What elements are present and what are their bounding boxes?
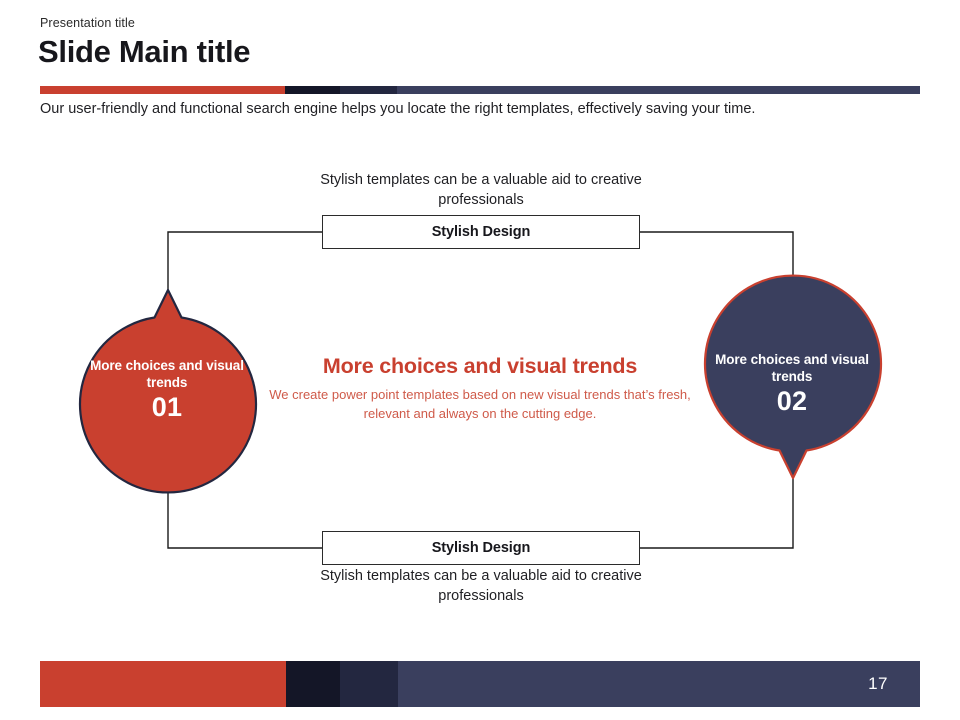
slide-main-title: Slide Main title bbox=[38, 34, 251, 69]
right-bubble-title: More choices and visual trends bbox=[715, 352, 869, 384]
bottom-label-box[interactable]: Stylish Design bbox=[322, 531, 640, 565]
header-accent-rule bbox=[40, 86, 920, 94]
footer-segment-navy-dark bbox=[286, 661, 340, 707]
connector-bottom-box-to-left-arrow bbox=[167, 480, 322, 549]
connector-top-box-to-right-arrow bbox=[640, 231, 800, 300]
bottom-label-box-text: Stylish Design bbox=[431, 540, 531, 556]
right-bubble-label: More choices and visual trends 02 bbox=[702, 352, 882, 418]
center-body-text: We create power point templates based on… bbox=[269, 386, 691, 421]
footer-accent-bar: 17 bbox=[40, 661, 920, 707]
presentation-title-eyebrow: Presentation title bbox=[40, 16, 135, 30]
connector-right-to-bottom-box bbox=[640, 474, 794, 549]
rule-segment-navy-mid bbox=[340, 86, 397, 94]
footer-segment-navy-mid bbox=[340, 661, 398, 707]
footer-segment-red bbox=[40, 661, 286, 707]
slide-subtitle: Our user-friendly and functional search … bbox=[40, 101, 756, 117]
top-caption: Stylish templates can be a valuable aid … bbox=[320, 172, 642, 208]
bubble-shape-right bbox=[703, 274, 883, 480]
page-number: 17 bbox=[868, 674, 888, 693]
center-text-block: More choices and visual trends We create… bbox=[263, 353, 697, 424]
center-heading: More choices and visual trends bbox=[322, 354, 638, 378]
left-bubble-number: 01 bbox=[151, 391, 183, 422]
connector-left-to-top-box bbox=[167, 231, 322, 291]
top-label-box-text: Stylish Design bbox=[431, 224, 531, 240]
bottom-caption: Stylish templates can be a valuable aid … bbox=[320, 568, 642, 604]
rule-segment-navy-dark bbox=[285, 86, 340, 94]
rule-segment-navy-slate bbox=[397, 86, 920, 94]
left-bubble-label: More choices and visual trends 01 bbox=[77, 358, 257, 424]
rule-segment-red bbox=[40, 86, 285, 94]
footer-segment-navy-slate: 17 bbox=[398, 661, 920, 707]
right-bubble-number: 02 bbox=[776, 385, 808, 416]
left-bubble-title: More choices and visual trends bbox=[90, 358, 244, 390]
bubble-shape-left bbox=[78, 288, 258, 494]
top-label-box[interactable]: Stylish Design bbox=[322, 215, 640, 249]
